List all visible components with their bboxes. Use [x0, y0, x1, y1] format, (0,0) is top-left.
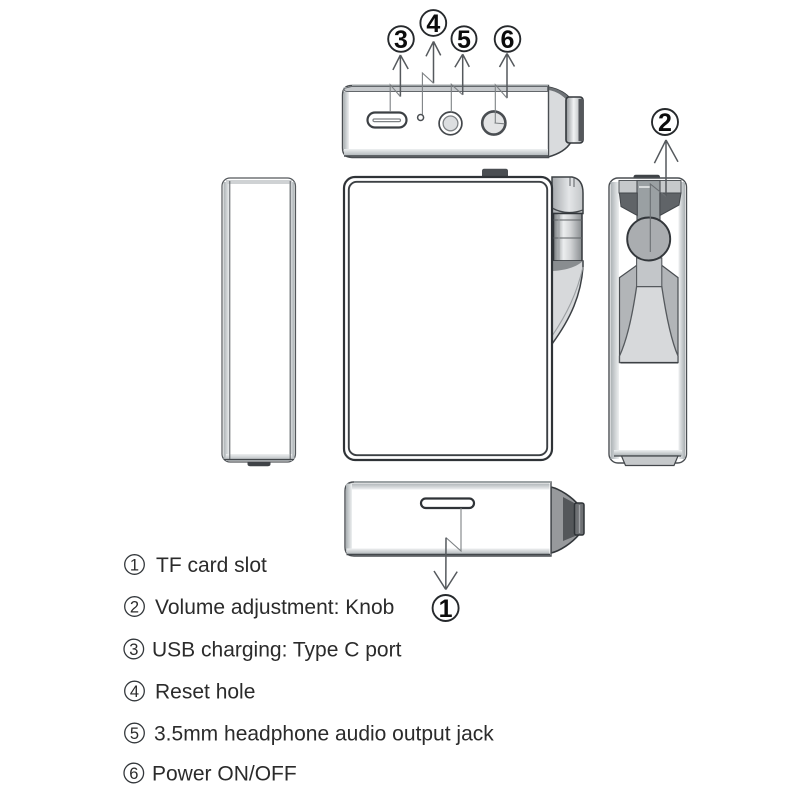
svg-text:3: 3 — [394, 26, 408, 54]
svg-text:4: 4 — [426, 10, 440, 38]
svg-text:6: 6 — [501, 26, 515, 54]
svg-text:2: 2 — [658, 109, 672, 137]
svg-text:2: 2 — [130, 598, 139, 616]
svg-text:5: 5 — [457, 26, 471, 54]
svg-text:Power ON/OFF: Power ON/OFF — [152, 763, 297, 786]
svg-text:4: 4 — [130, 683, 139, 701]
svg-text:USB charging: Type C port: USB charging: Type C port — [152, 639, 402, 662]
svg-text:TF card slot: TF card slot — [156, 554, 267, 577]
svg-text:1: 1 — [439, 595, 453, 623]
svg-text:5: 5 — [130, 725, 139, 743]
svg-text:3: 3 — [129, 641, 138, 659]
svg-text:Reset hole: Reset hole — [155, 681, 255, 704]
svg-text:6: 6 — [129, 765, 138, 783]
svg-text:3.5mm headphone audio output j: 3.5mm headphone audio output jack — [154, 723, 494, 746]
svg-text:Volume adjustment: Knob: Volume adjustment: Knob — [155, 596, 394, 619]
svg-text:1: 1 — [130, 556, 139, 574]
